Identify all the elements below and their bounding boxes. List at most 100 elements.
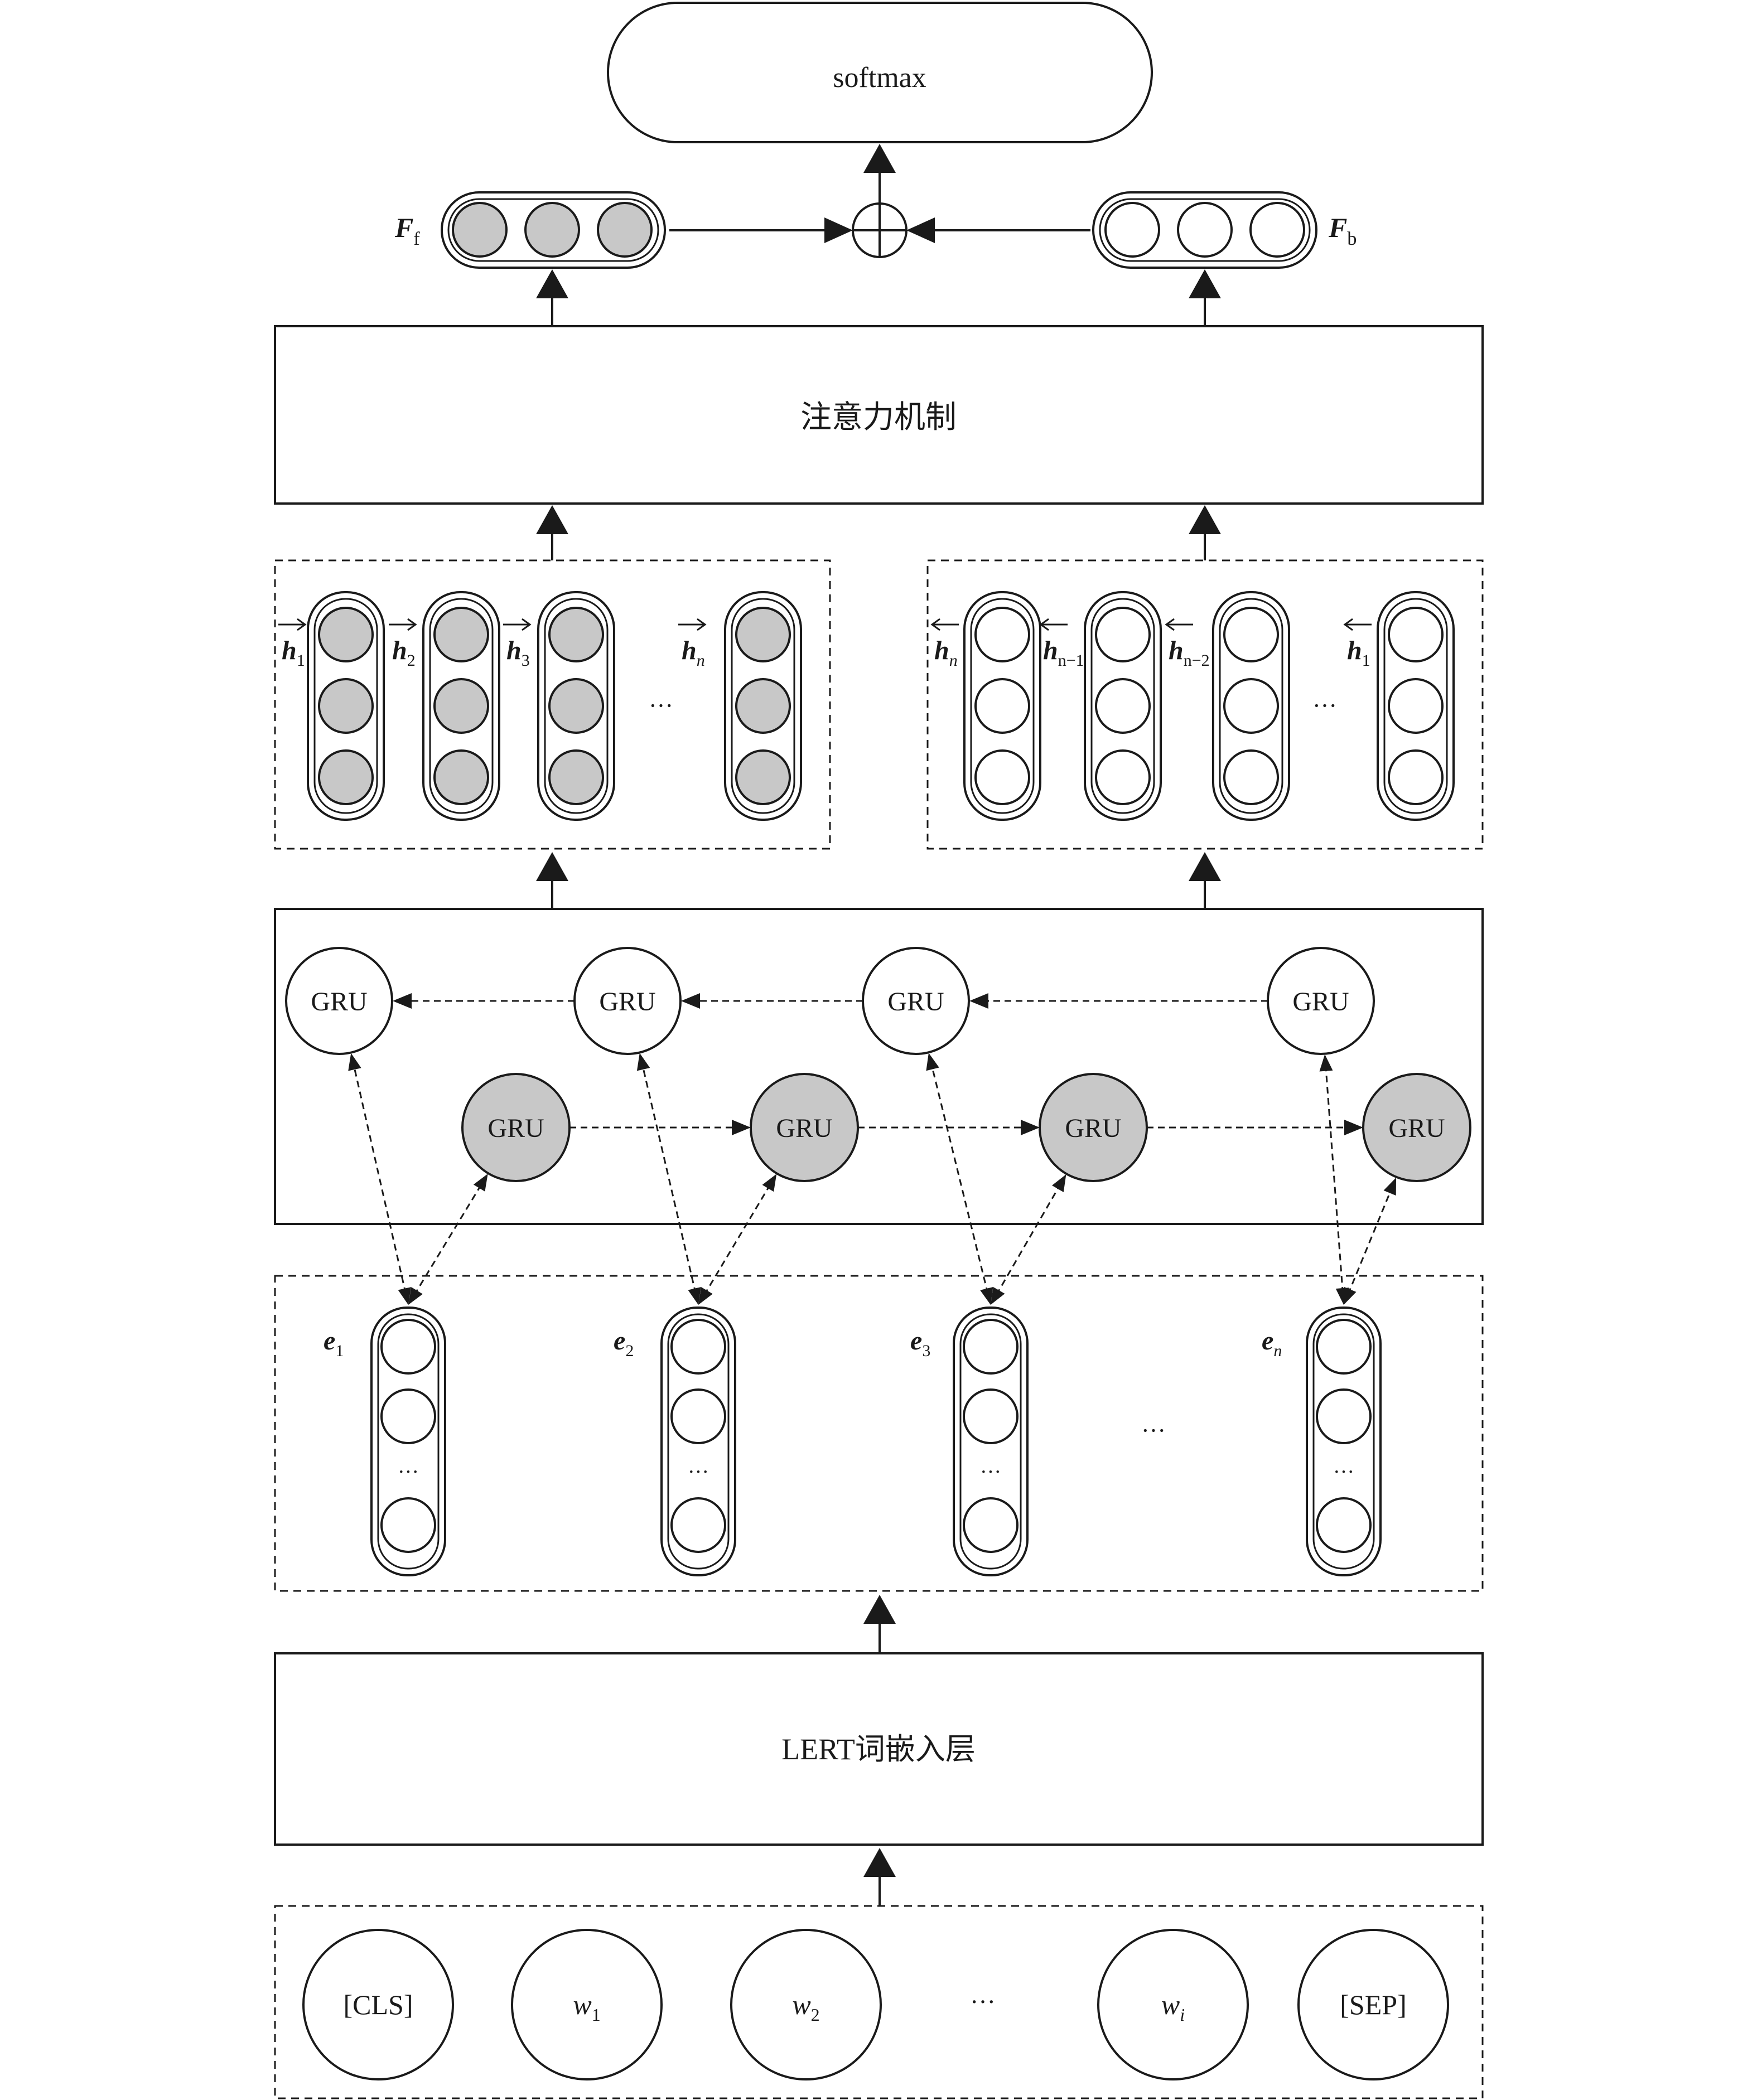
backward-hidden-state bbox=[1377, 591, 1455, 821]
backward-feature-label: Fb bbox=[1328, 212, 1357, 249]
embedding-unit bbox=[670, 1388, 726, 1444]
attention-box: 注意力机制 bbox=[274, 325, 1484, 505]
forward-gru-cell: GRU bbox=[750, 1073, 859, 1182]
token-label: w1 bbox=[573, 1989, 600, 2025]
backward-feature-vector bbox=[1092, 191, 1317, 269]
forward-arrow-icon bbox=[503, 618, 532, 631]
arrow-fb-to-concat bbox=[906, 217, 1090, 243]
hidden-unit bbox=[548, 607, 604, 662]
hidden-unit bbox=[433, 678, 489, 734]
backward-arrow-icon bbox=[1165, 618, 1193, 631]
embedding-unit bbox=[963, 1388, 1019, 1444]
hidden-unit bbox=[1095, 749, 1151, 805]
embedding-vector: ··· bbox=[953, 1307, 1029, 1576]
forward-feature-vector bbox=[441, 191, 666, 269]
forward-hidden-state bbox=[422, 591, 500, 821]
forward-arrow-icon bbox=[678, 618, 707, 631]
input-token: w2 bbox=[730, 1929, 882, 2080]
embedding-unit bbox=[1316, 1319, 1372, 1375]
backward-hidden-state bbox=[963, 591, 1041, 821]
embedding-vector: ··· bbox=[370, 1307, 446, 1576]
input-token: w1 bbox=[511, 1929, 663, 2080]
forward-feature-unit bbox=[452, 202, 508, 258]
forward-gru-link bbox=[1147, 1120, 1363, 1135]
backward-gru-cell: GRU bbox=[285, 947, 393, 1055]
gru-label: GRU bbox=[887, 987, 944, 1017]
gru-label: GRU bbox=[1388, 1114, 1445, 1143]
arrow-lert-to-embeddings bbox=[863, 1595, 896, 1653]
backward-hidden-label: hn−2 bbox=[1169, 636, 1210, 670]
embedding-unit bbox=[1316, 1388, 1372, 1444]
embedding-unit bbox=[963, 1319, 1019, 1375]
backward-feature-unit bbox=[1249, 202, 1305, 258]
backward-hidden-state bbox=[1212, 591, 1290, 821]
lert-embedding-layer-label: LERT词嵌入层 bbox=[781, 1733, 976, 1766]
backward-arrow-icon bbox=[930, 618, 959, 631]
arrow-backward-hidden-to-attention bbox=[1189, 505, 1221, 560]
softmax-box: softmax bbox=[607, 2, 1153, 143]
gru-label: GRU bbox=[1065, 1114, 1121, 1143]
forward-arrow-icon bbox=[389, 618, 417, 631]
embedding-to-backward-gru-link bbox=[636, 1053, 701, 1305]
forward-hidden-state bbox=[724, 591, 802, 821]
backward-hidden-group bbox=[926, 559, 1484, 850]
embedding-unit-ellipsis: ··· bbox=[398, 1460, 419, 1484]
hidden-unit bbox=[1095, 678, 1151, 734]
forward-hidden-label: hn bbox=[682, 636, 705, 670]
backward-gru-cell: GRU bbox=[862, 947, 970, 1055]
embedding-unit bbox=[380, 1388, 436, 1444]
embedding-label: e2 bbox=[614, 1326, 634, 1360]
embedding-unit-ellipsis: ··· bbox=[688, 1460, 709, 1484]
forward-hidden-label: h3 bbox=[506, 636, 530, 670]
gru-label: GRU bbox=[487, 1114, 544, 1143]
backward-hidden-label: hn bbox=[934, 636, 958, 670]
embedding-label: en bbox=[1262, 1326, 1282, 1360]
embedding-unit bbox=[380, 1319, 436, 1375]
input-token: wi bbox=[1097, 1929, 1249, 2080]
arrow-gru-to-backward-hidden bbox=[1189, 852, 1221, 909]
lert-embedding-layer-box: LERT词嵌入层 bbox=[274, 1652, 1484, 1846]
attention-label: 注意力机制 bbox=[800, 400, 957, 435]
embedding-ellipsis: ··· bbox=[1141, 1417, 1166, 1444]
forward-hidden-group bbox=[274, 559, 831, 850]
forward-arrow-icon bbox=[278, 618, 307, 631]
arrow-concat-to-softmax bbox=[863, 144, 896, 204]
embedding-unit bbox=[1316, 1497, 1372, 1553]
forward-hidden-state bbox=[537, 591, 615, 821]
hidden-unit bbox=[1223, 678, 1279, 734]
softmax-label: softmax bbox=[833, 62, 926, 94]
embedding-to-forward-gru-link bbox=[408, 1173, 488, 1305]
hidden-unit bbox=[735, 678, 791, 734]
hidden-unit bbox=[1223, 749, 1279, 805]
token-label: [CLS] bbox=[344, 1989, 413, 2020]
gru-label: GRU bbox=[1292, 987, 1349, 1017]
hidden-unit bbox=[548, 749, 604, 805]
embedding-to-backward-gru-link bbox=[348, 1053, 412, 1305]
input-token: [SEP] bbox=[1297, 1929, 1449, 2080]
gru-label: GRU bbox=[311, 987, 367, 1017]
forward-gru-cell: GRU bbox=[461, 1073, 571, 1182]
forward-feature-unit bbox=[524, 202, 580, 258]
forward-gru-link bbox=[569, 1120, 751, 1135]
hidden-unit bbox=[1388, 607, 1444, 662]
input-tokens-group bbox=[274, 1905, 1484, 2099]
hidden-unit bbox=[1223, 607, 1279, 662]
embedding-unit bbox=[670, 1497, 726, 1553]
backward-hidden-label: h1 bbox=[1347, 636, 1370, 670]
forward-hidden-ellipsis: ··· bbox=[649, 692, 673, 719]
token-label: [SEP] bbox=[1340, 1989, 1406, 2020]
arrow-tokens-to-lert bbox=[863, 1848, 896, 1906]
hidden-unit bbox=[735, 607, 791, 662]
forward-gru-cell: GRU bbox=[1039, 1073, 1148, 1182]
hidden-unit bbox=[1095, 607, 1151, 662]
backward-hidden-label: hn−1 bbox=[1043, 636, 1084, 670]
embedding-unit bbox=[963, 1497, 1019, 1553]
hidden-unit bbox=[735, 749, 791, 805]
backward-gru-link bbox=[681, 993, 863, 1009]
concat-operator-icon bbox=[852, 202, 908, 258]
hidden-unit bbox=[1388, 678, 1444, 734]
backward-gru-link bbox=[969, 993, 1268, 1009]
embedding-to-forward-gru-link bbox=[698, 1174, 777, 1305]
backward-hidden-ellipsis: ··· bbox=[1312, 692, 1337, 719]
